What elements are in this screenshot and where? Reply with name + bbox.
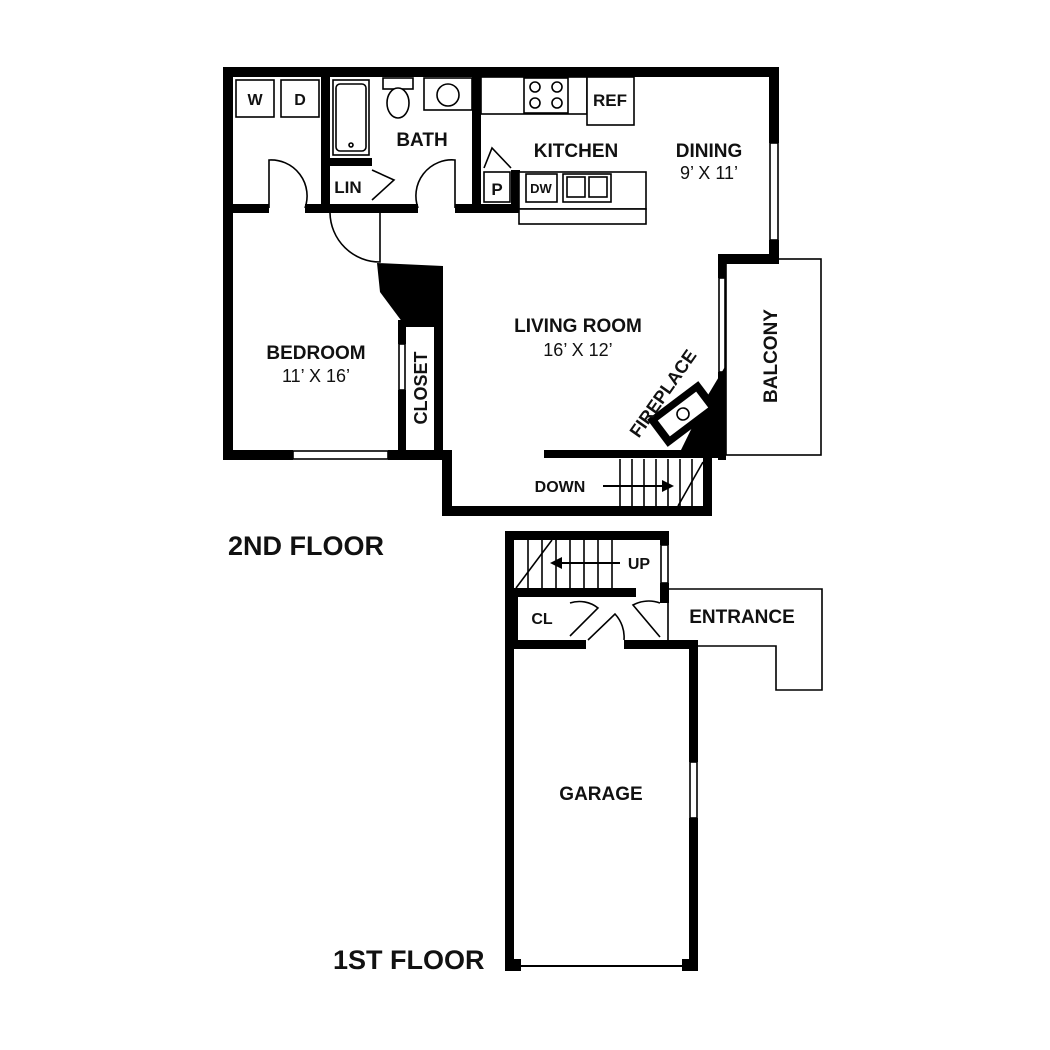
dishwasher-label: DW <box>530 181 552 196</box>
window-garage <box>689 761 698 819</box>
chimney-mass <box>377 263 443 327</box>
burner-4 <box>551 97 563 109</box>
wall-garage-right-a <box>689 640 698 762</box>
kitchen-label: KITCHEN <box>534 141 618 162</box>
wall-left <box>223 67 233 460</box>
wall-balcony-top <box>718 254 779 264</box>
garage-door-post-right <box>682 959 698 971</box>
bath-label: BATH <box>396 130 447 151</box>
door-linen <box>371 169 396 201</box>
balcony-label: BALCONY <box>761 309 782 403</box>
door-garage <box>587 612 625 641</box>
washer-label: W <box>247 92 263 109</box>
bedroom-size: 11’ X 16’ <box>282 366 350 386</box>
wall-pantry <box>511 170 520 213</box>
stairs-down <box>603 459 704 507</box>
dining-size: 9’ X 11’ <box>680 163 738 183</box>
wall-laundry-bath <box>321 67 330 213</box>
wall-entry-right-1f <box>660 583 669 603</box>
washer <box>235 79 275 118</box>
wall-bottom <box>442 506 712 516</box>
stairs-up-arrowhead <box>550 557 562 569</box>
dishwasher <box>525 173 558 203</box>
window-dining <box>769 142 779 241</box>
wall-right-dining <box>769 240 779 264</box>
refrigerator-label: REF <box>593 91 627 110</box>
dryer <box>280 79 320 118</box>
wall-garage-top-right <box>624 640 698 649</box>
garage-label: GARAGE <box>559 784 642 805</box>
refrigerator <box>586 76 635 126</box>
dining-label: DINING <box>676 141 743 162</box>
linen-label: LIN <box>334 178 361 197</box>
wall-stair-right-1f <box>660 531 669 545</box>
sink-bowl-2 <box>588 176 608 198</box>
wall-closet-right <box>434 295 443 455</box>
closet-label: CLOSET <box>411 351 431 424</box>
wall-cl-bottom <box>514 640 586 649</box>
wall-bedroom-bottom-a <box>223 450 293 460</box>
wall-garage-right-b <box>689 818 698 971</box>
burner-2 <box>551 81 563 93</box>
wall-step-down <box>442 450 452 516</box>
door-bedroom <box>268 159 308 209</box>
wall-bedroom-bottom-b <box>388 450 452 460</box>
stairs-down-arrowhead <box>662 480 674 492</box>
wall-top <box>223 67 779 77</box>
pantry-box <box>483 171 511 203</box>
wall-left-1f <box>505 531 514 971</box>
up-label: UP <box>628 556 651 573</box>
wall-stair-top <box>544 450 724 458</box>
sink-basin <box>436 83 460 107</box>
wall-linen <box>330 158 372 166</box>
window-bedroom <box>292 450 389 460</box>
window-stair-1f <box>660 544 669 584</box>
kitchen-bar <box>518 208 647 225</box>
sink-counter <box>423 77 473 111</box>
door-hall <box>329 212 381 263</box>
wall-landing <box>514 588 636 597</box>
living-room-size: 16’ X 12’ <box>543 340 612 360</box>
wall-stair-top-1f <box>505 531 669 540</box>
door-entrance <box>631 600 661 638</box>
window-balcony-door <box>718 277 726 373</box>
tub-drain <box>348 142 354 148</box>
first-floor: UP CL ENTRANCE GARAGE 1ST FLOOR <box>333 531 823 975</box>
wall-stair-right <box>703 455 712 516</box>
kitchen-sink <box>562 173 612 203</box>
wall-bedroom-right-b <box>398 390 406 460</box>
door-coat-closet <box>569 600 600 637</box>
wall-bath-kitchen <box>472 67 481 213</box>
wall-cl-left <box>514 597 518 647</box>
down-label: DOWN <box>535 479 586 496</box>
door-pantry <box>483 146 512 169</box>
first-floor-title: 1ST FLOOR <box>333 945 485 975</box>
pantry-label: P <box>491 180 502 199</box>
wall-balcony-left-a <box>718 254 726 278</box>
bathtub-inner <box>335 83 367 152</box>
door-bath <box>415 159 456 209</box>
closet-door-track <box>398 343 406 391</box>
burner-1 <box>529 81 541 93</box>
second-floor-title: 2ND FLOOR <box>228 531 384 561</box>
wall-hall-left <box>233 204 269 213</box>
dryer-label: D <box>294 92 306 109</box>
wall-right-upper <box>769 67 779 143</box>
stairs-up <box>515 539 620 589</box>
toilet-bowl <box>386 87 410 119</box>
wall-hall-mid <box>305 204 418 213</box>
coat-closet-label: CL <box>531 611 553 628</box>
entrance-label: ENTRANCE <box>689 607 795 628</box>
living-room-label: LIVING ROOM <box>514 316 642 337</box>
wall-hall-right <box>455 204 519 213</box>
wall-bedroom-right-a <box>398 320 406 344</box>
garage-door-post-left <box>505 959 521 971</box>
second-floor: W D BATH LIN REF KITCHEN P DW DINING <box>223 67 822 561</box>
burner-3 <box>529 97 541 109</box>
balcony-outline <box>725 258 822 456</box>
bedroom-label: BEDROOM <box>266 343 365 364</box>
sink-bowl-1 <box>566 176 586 198</box>
fireplace <box>647 381 719 447</box>
